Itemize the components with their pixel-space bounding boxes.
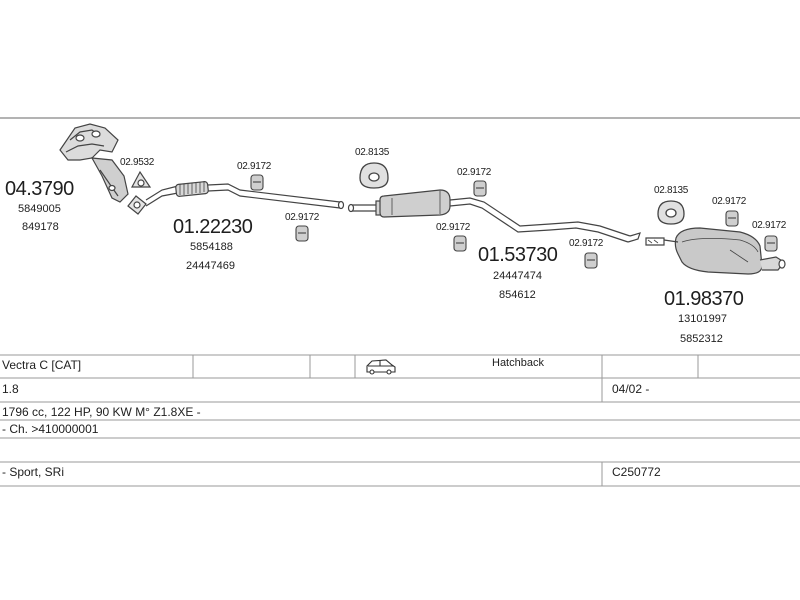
rear-ref-2: 5852312 (680, 333, 723, 345)
ring-1-part[interactable] (359, 162, 389, 189)
hanger-7-part[interactable] (764, 235, 778, 252)
catalog-code-cell: C250772 (612, 465, 661, 479)
hanger-3-code[interactable]: 02.9172 (457, 167, 492, 178)
hanger-1-code[interactable]: 02.9172 (237, 161, 272, 172)
manifold-ref-2: 849178 (22, 221, 59, 233)
front-pipe-part[interactable] (145, 181, 345, 210)
engine-details-cell: 1796 cc, 122 HP, 90 KW M° Z1.8XE - (2, 405, 201, 419)
ring-1-code[interactable]: 02.8135 (355, 147, 390, 158)
hanger-2-part[interactable] (295, 225, 309, 242)
gasket-front-code[interactable]: 02.9532 (120, 157, 155, 168)
hanger-2-code[interactable]: 02.9172 (285, 212, 320, 223)
ring-2-code[interactable]: 02.8135 (654, 185, 689, 196)
ring-2-part[interactable] (657, 200, 685, 225)
rear-ref-1: 13101997 (678, 313, 727, 325)
middle-ref-1: 24447474 (493, 270, 542, 282)
hanger-7-code[interactable]: 02.9172 (752, 220, 787, 231)
variant-cell: - Sport, SRi (2, 465, 65, 479)
hanger-5-part[interactable] (584, 252, 598, 269)
hanger-1-part[interactable] (250, 174, 264, 191)
car-icon (366, 359, 396, 375)
hanger-6-code[interactable]: 02.9172 (712, 196, 747, 207)
front-pipe-ref-2: 24447469 (186, 260, 235, 272)
manifold-ref-1: 5849005 (18, 203, 61, 215)
manifold-code[interactable]: 04.3790 (5, 178, 74, 200)
model-cell: Vectra C [CAT] (2, 358, 82, 372)
chassis-cell: - Ch. >410000001 (2, 422, 99, 436)
front-pipe-code[interactable]: 01.22230 (173, 216, 253, 238)
gasket-lower-part[interactable] (127, 195, 147, 215)
body-type-cell: Hatchback (492, 357, 544, 369)
middle-muffler-part[interactable] (347, 189, 641, 243)
hanger-3-part[interactable] (473, 180, 487, 197)
manifold-part[interactable] (59, 123, 129, 203)
rear-code[interactable]: 01.98370 (664, 288, 744, 310)
middle-code[interactable]: 01.53730 (478, 244, 558, 266)
gasket-front-part[interactable] (131, 170, 152, 188)
rear-muffler-part[interactable] (645, 227, 786, 275)
front-pipe-ref-1: 5854188 (190, 241, 233, 253)
middle-ref-2: 854612 (499, 289, 536, 301)
engine-size-cell: 1.8 (2, 382, 19, 396)
hanger-4-code[interactable]: 02.9172 (436, 222, 471, 233)
date-range-cell: 04/02 - (612, 382, 650, 396)
hanger-4-part[interactable] (453, 235, 467, 252)
hanger-6-part[interactable] (725, 210, 739, 227)
hanger-5-code[interactable]: 02.9172 (569, 238, 604, 249)
spec-table-grid (0, 354, 800, 487)
